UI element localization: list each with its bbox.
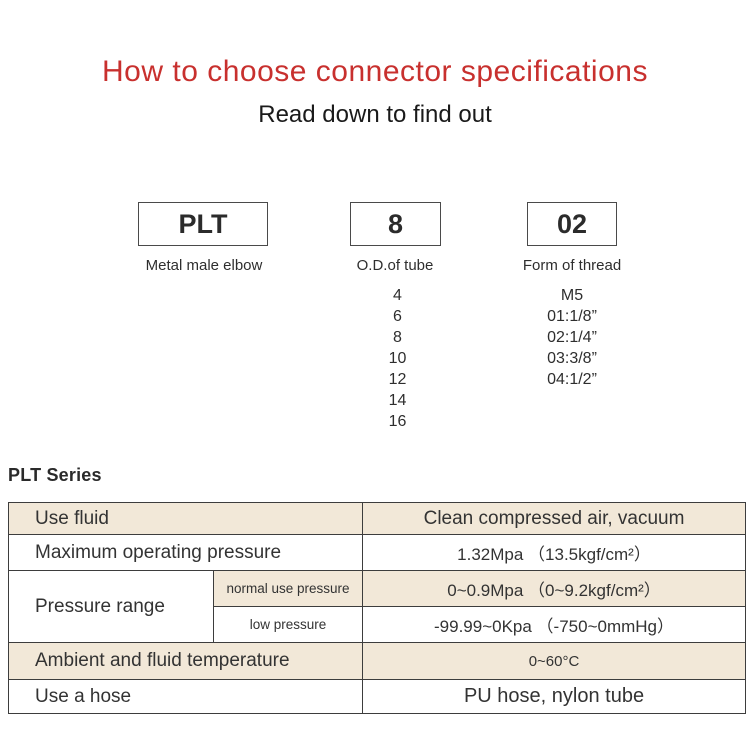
tube-size-option: 16 (388, 413, 407, 430)
part-code-label-tube: O.D.of tube (356, 257, 434, 274)
specification-table: Use fluid Clean compressed air, vacuum M… (7, 502, 747, 714)
pressure-range-label: Pressure range (8, 570, 214, 643)
normal-use-pressure-value: 0~0.9Mpa （0~9.2kgf/cm²） (362, 570, 747, 607)
low-pressure-label: low pressure (212, 606, 364, 643)
thread-form-option: 04:1/2” (547, 371, 597, 388)
hose-label: Use a hose (7, 679, 364, 714)
table-row-hose: Use a hose PU hose, nylon tube (7, 679, 747, 714)
thread-form-option: 01:1/8” (547, 308, 597, 325)
hose-value: PU hose, nylon tube (362, 679, 747, 714)
temperature-label: Ambient and fluid temperature (7, 642, 364, 680)
tube-size-option: 8 (393, 329, 402, 346)
thread-form-option: 02:1/4” (547, 329, 597, 346)
max-pressure-value: 1.32Mpa （13.5kgf/cm²） (362, 534, 747, 571)
use-fluid-value: Clean compressed air, vacuum (362, 502, 747, 535)
tube-size-option: 14 (388, 392, 407, 409)
thread-form-options: M5 01:1/8” 02:1/4” 03:3/8” 04:1/2” (517, 285, 627, 390)
table-row-pressure-range-normal: Pressure range normal use pressure 0~0.9… (8, 570, 747, 643)
table-row-max-pressure: Maximum operating pressure 1.32Mpa （13.5… (7, 534, 747, 571)
part-code-label-series: Metal male elbow (145, 257, 263, 274)
part-code-box-series: PLT (138, 202, 268, 246)
part-code-label-thread: Form of thread (522, 257, 622, 274)
series-heading: PLT Series (8, 465, 102, 485)
part-code-box-thread: 02 (527, 202, 617, 246)
tube-size-option: 4 (393, 287, 402, 304)
page-subtitle: Read down to find out (258, 101, 492, 128)
tube-size-option: 10 (388, 350, 407, 367)
table-row-pressure-range-low: low pressure -99.99~0Kpa （-750~0mmHg） (9, 606, 747, 643)
thread-form-option: M5 (560, 287, 584, 304)
table-row-use-fluid: Use fluid Clean compressed air, vacuum (7, 502, 747, 535)
tube-size-options: 4 6 8 10 12 14 16 (350, 285, 445, 432)
normal-use-pressure-label: normal use pressure (212, 570, 364, 607)
low-pressure-value: -99.99~0Kpa （-750~0mmHg） (362, 606, 747, 643)
tube-size-option: 6 (393, 308, 402, 325)
temperature-value: 0~60°C (362, 642, 747, 680)
part-code-box-tube: 8 (350, 202, 441, 246)
tube-size-option: 12 (388, 371, 407, 388)
page-title: How to choose connector specifications (102, 55, 648, 88)
table-row-temperature: Ambient and fluid temperature 0~60°C (7, 642, 747, 680)
thread-form-option: 03:3/8” (547, 350, 597, 367)
use-fluid-label: Use fluid (7, 502, 364, 535)
max-pressure-label: Maximum operating pressure (7, 534, 364, 571)
